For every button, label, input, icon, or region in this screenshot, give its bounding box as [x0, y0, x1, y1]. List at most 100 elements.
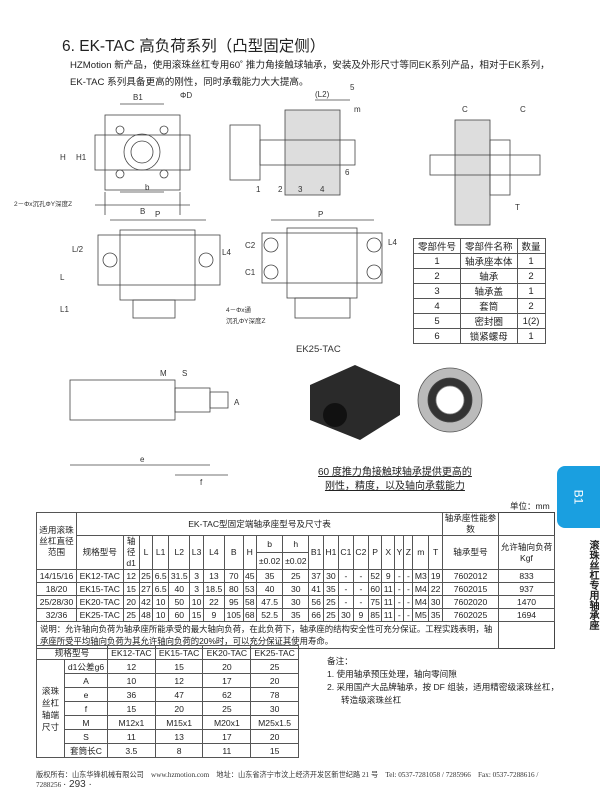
table-cell: 11	[106, 729, 156, 744]
bearing-photo	[417, 367, 483, 433]
section-tab[interactable]: B1	[557, 466, 600, 528]
remark-item: 2. 采用国产大品牌轴承，按 DF 组装，适用精密级滚珠丝杠，	[327, 682, 560, 692]
table-cell: 37	[308, 569, 324, 583]
drawing-label: A	[234, 398, 240, 407]
table-cell: 30	[337, 608, 354, 622]
table-cell: 9	[381, 569, 396, 583]
table-cell: f	[64, 701, 108, 716]
table-cell: 30	[282, 582, 310, 596]
table-cell: 10	[106, 673, 156, 688]
table-cell: EK25-TAC	[76, 608, 124, 622]
table-cell: 6.5	[152, 569, 170, 583]
table-cell: 15	[189, 608, 204, 622]
table-cell: 7602012	[442, 569, 499, 583]
table-cell: 3	[189, 582, 204, 596]
column-header: 数量	[516, 238, 546, 254]
table-cell: 56	[308, 595, 324, 609]
column-header: Z	[403, 535, 414, 570]
drawing-label: (L2)	[315, 90, 330, 99]
photo-caption: 60 度推力角接触球轴承提供更高的 刚性，精度，以及轴向承载能力	[318, 466, 472, 494]
drawing-label: C	[462, 105, 468, 114]
table-cell: 2	[516, 298, 546, 314]
front-view-4hole-drawing: P C2 C1 L4 4－Φx通 沉孔ΦY深度Z EK25-TAC	[226, 210, 397, 355]
drawing-label: 3	[298, 185, 303, 194]
table-cell: 25	[322, 608, 339, 622]
table-cell: 70	[223, 569, 244, 583]
table-cell: 1	[516, 253, 546, 269]
table-cell: 2	[516, 268, 546, 284]
table-cell: 19	[428, 569, 443, 583]
table-cell: 13	[154, 729, 204, 744]
table-cell: 58	[242, 595, 258, 609]
table-cell: 47.5	[256, 595, 284, 609]
drawing-label: 5	[350, 83, 355, 92]
table-cell: 47	[154, 687, 204, 702]
table-cell: 27	[138, 582, 154, 596]
drawing-label: 4－Φx通	[226, 305, 252, 314]
table-cell: 78	[250, 687, 299, 702]
table-cell: 15	[122, 582, 140, 596]
table-cell: 18/20	[36, 582, 77, 596]
drawing-label: H	[60, 153, 66, 162]
table-cell: -	[394, 608, 405, 622]
table-cell: 30	[322, 569, 339, 583]
table-cell: 62	[202, 687, 252, 702]
drawing-label: H1	[76, 153, 87, 162]
table-cell: M25x1.5	[250, 715, 299, 730]
side-section-drawing: C C T	[429, 105, 541, 226]
column-header: C1	[337, 535, 354, 570]
table-cell: M3	[412, 569, 430, 583]
drawing-label: 4	[320, 185, 325, 194]
table-cell: 12	[154, 673, 204, 688]
table-cell: 1	[516, 283, 546, 299]
table-cell: 7602025	[442, 608, 499, 622]
table-cell: M4	[412, 595, 430, 609]
table-cell: -	[337, 595, 354, 609]
remark-item: 1. 使用轴承预压处理，轴向零间隙	[327, 669, 457, 679]
table-cell: d1公差g6	[64, 659, 108, 674]
technical-drawings: B1 ΦD H1 H b B (L2) 5 m 1 2 3 4 6 C C T …	[14, 83, 541, 487]
table-cell: 15	[250, 743, 299, 758]
table-cell: 轴承座本体	[460, 253, 518, 269]
table-cell: -	[337, 569, 354, 583]
page-number: · 293 ·	[62, 779, 92, 790]
drawing-label: L1	[60, 305, 69, 314]
table-cell: 42	[138, 595, 154, 609]
table-cell: S	[64, 729, 108, 744]
table-cell: 35	[256, 569, 284, 583]
table-cell: 3.5	[106, 743, 156, 758]
drawing-label: L4	[222, 248, 231, 257]
remarks-title: 备注：	[327, 656, 353, 666]
table-cell: 15	[154, 659, 204, 674]
column-header: EK20-TAC	[202, 645, 252, 660]
table-cell: 30	[428, 595, 443, 609]
drawing-label: e	[140, 455, 145, 464]
column-header: B	[223, 535, 244, 570]
table-cell: -	[394, 582, 405, 596]
drawing-label: C2	[245, 241, 256, 250]
table-cell: 15	[106, 701, 156, 716]
table-row: 零部件号零部件名称数量	[412, 238, 546, 254]
table-cell: -	[403, 582, 414, 596]
table-cell: 1(2)	[516, 313, 546, 329]
shaft-end-drawing: e f M S A	[69, 369, 240, 487]
table-cell: -	[394, 569, 405, 583]
page-title: 6. EK-TAC 高负荷系列（凸型固定侧）	[62, 38, 326, 55]
drawing-label: f	[200, 478, 203, 487]
column-header: H1	[322, 535, 339, 570]
table-cell: 7602015	[442, 582, 499, 596]
table-cell: M20x1	[202, 715, 252, 730]
table-cell: 12	[122, 569, 140, 583]
table-cell: 20	[250, 673, 299, 688]
table-cell: 11	[381, 582, 396, 596]
table-cell: 30	[282, 595, 310, 609]
